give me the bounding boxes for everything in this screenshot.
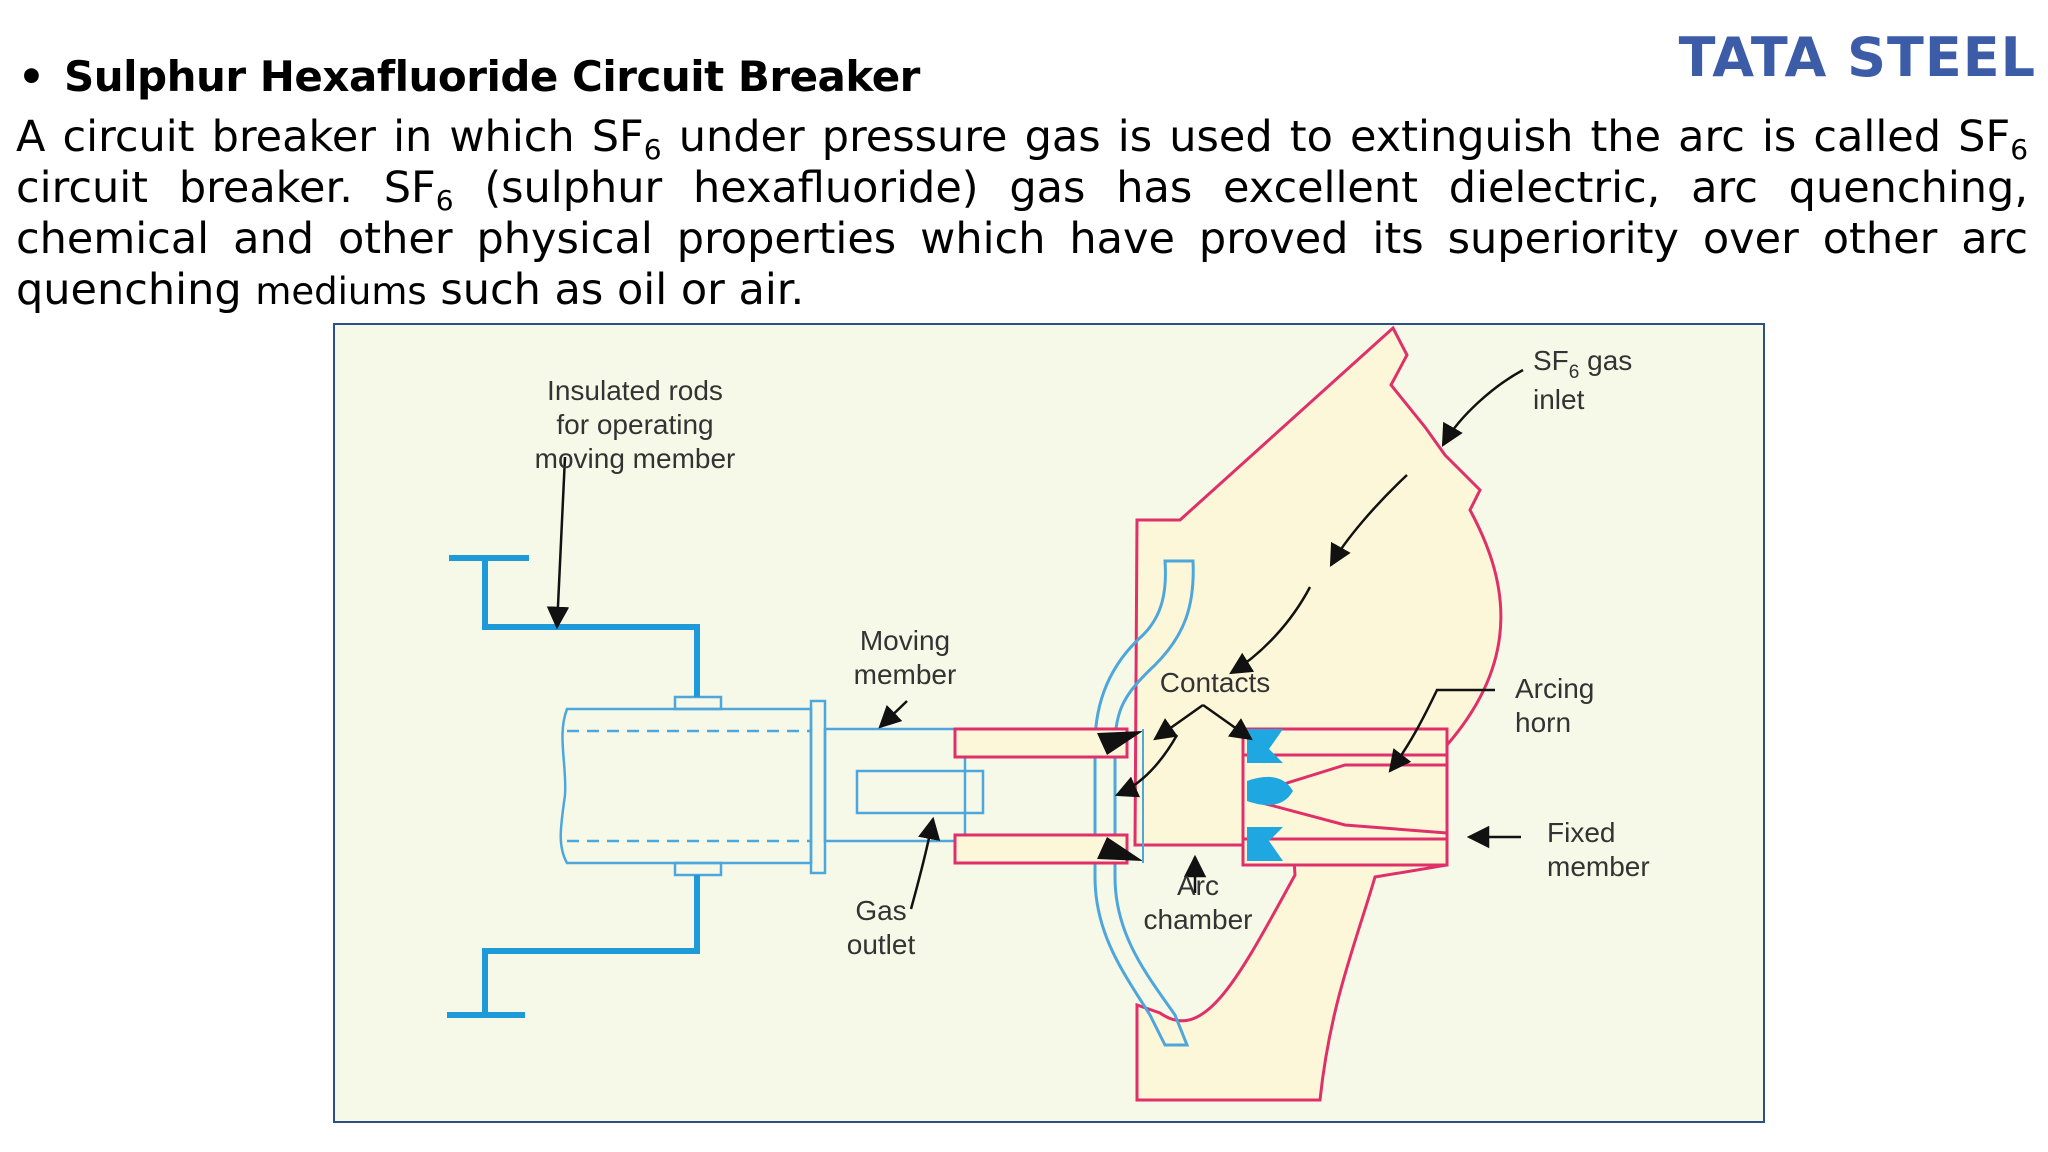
label-sf6-inlet: inlet: [1533, 384, 1585, 415]
para-sub-3: 6: [435, 184, 454, 217]
slide-heading: • Sulphur Hexafluoride Circuit Breaker: [18, 52, 920, 101]
label-moving-member-2: member: [854, 659, 957, 690]
para-text-5: such as oil or air.: [426, 265, 805, 315]
label-moving-member-1: Moving: [860, 625, 950, 656]
label-arcing-horn-2: horn: [1515, 707, 1571, 738]
breaker-housing: [1133, 325, 1503, 1102]
para-text-2: under pressure gas is used to extinguish…: [661, 112, 2011, 162]
para-text-3: circuit breaker. SF: [16, 163, 436, 213]
sf6-breaker-diagram: Insulated rods for operating moving memb…: [333, 323, 1765, 1123]
label-arc-chamber-2: chamber: [1144, 904, 1253, 935]
moving-member: [559, 695, 985, 877]
label-gas-outlet-2: outlet: [847, 929, 916, 960]
moving-contacts: [953, 727, 1144, 865]
leader-arrows: [546, 368, 1524, 910]
label-sf6-gas: SF6 gas: [1533, 345, 1632, 383]
description-paragraph: A circuit breaker in which SF6 under pre…: [16, 112, 2028, 317]
label-arcing-horn-1: Arcing: [1515, 673, 1594, 704]
label-gas-outlet-1: Gas: [855, 895, 906, 926]
label-fixed-member-2: member: [1547, 851, 1650, 882]
bullet: •: [18, 52, 45, 101]
para-text-4: (sulphur hexafluoride) gas has excellent…: [16, 163, 2028, 315]
operating-rods: [447, 555, 700, 1018]
label-arc-chamber-1: Arc: [1177, 870, 1219, 901]
label-contacts: Contacts: [1160, 667, 1271, 698]
para-sub-2: 6: [2010, 133, 2029, 166]
heading-title: Sulphur Hexafluoride Circuit Breaker: [64, 52, 920, 101]
tata-steel-logo: TATA STEEL: [1678, 26, 2036, 89]
label-fixed-member-1: Fixed: [1547, 817, 1615, 848]
para-text-1: A circuit breaker in which SF: [16, 112, 644, 162]
arc-chamber-nozzle: [1093, 559, 1195, 1047]
para-sub-1: 6: [643, 133, 662, 166]
label-insulated-rods-1: Insulated rods: [547, 375, 723, 406]
inlet-duct: [1133, 325, 1503, 1102]
fixed-contacts: [1247, 729, 1293, 861]
label-insulated-rods-3: moving member: [535, 443, 736, 474]
label-insulated-rods-2: for operating: [556, 409, 713, 440]
para-text-small: mediums: [255, 270, 427, 313]
